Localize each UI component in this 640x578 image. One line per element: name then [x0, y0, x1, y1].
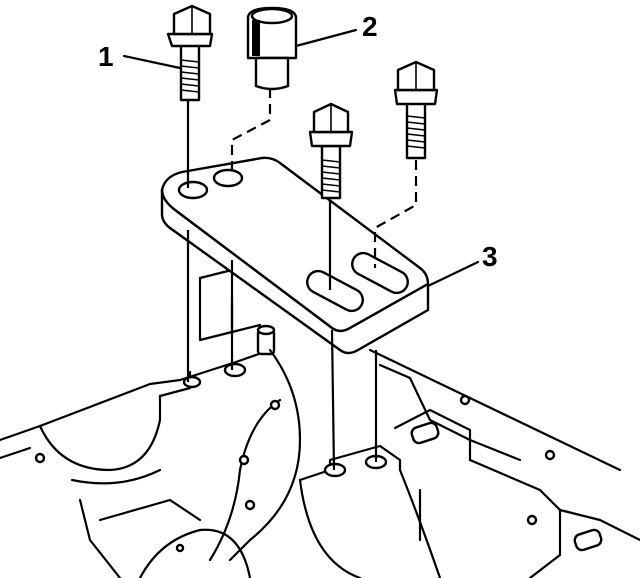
callout-label-1: 1 — [98, 41, 114, 72]
alignment-lines — [186, 88, 418, 471]
engine-block — [0, 268, 640, 578]
leader-3 — [426, 260, 480, 288]
plate-slot-2 — [351, 251, 409, 295]
plate-slot-1 — [306, 269, 364, 313]
bolt-hole-left-front — [182, 375, 202, 389]
bolt-hole-left-rear — [223, 362, 247, 378]
callout-leaders — [122, 28, 480, 288]
plate-hole-2 — [212, 168, 244, 188]
sleeve-2 — [246, 6, 298, 91]
pad-right-1 — [410, 421, 440, 445]
plate — [160, 156, 430, 355]
pad-right-2 — [573, 528, 603, 552]
bolt-center — [308, 102, 354, 200]
plate-hole-1 — [177, 180, 209, 200]
leader-1 — [122, 54, 182, 70]
leader-2 — [294, 28, 358, 48]
bolt-1 — [166, 4, 214, 102]
callout-label-2: 2 — [362, 11, 378, 42]
callout-label-3: 3 — [482, 241, 498, 272]
bolt-right — [393, 60, 439, 160]
